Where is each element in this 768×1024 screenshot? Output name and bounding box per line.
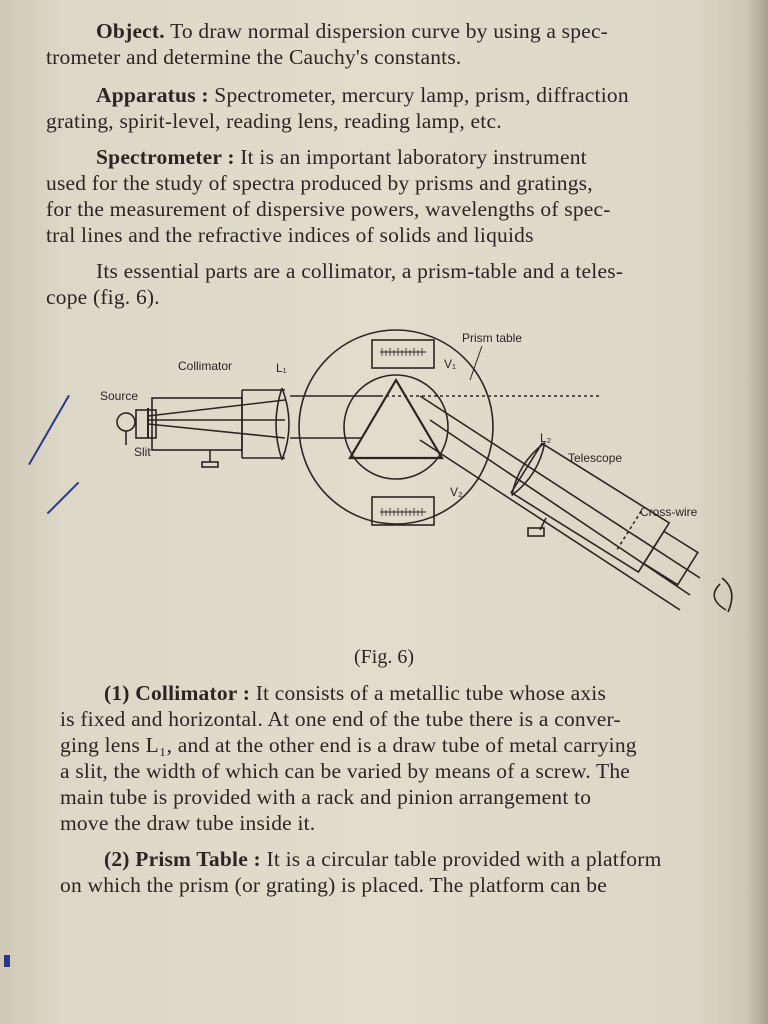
spectrometer-text-1: It is an important laboratory instrument	[240, 145, 587, 169]
collimator-line-5: main tube is provided with a rack and pi…	[60, 785, 592, 809]
collimator-text-1: It consists of a metallic tube whose axi…	[255, 681, 607, 705]
collimator-draw-tube	[135, 409, 157, 439]
apparatus-line-1: Apparatus : Spectrometer, mercury lamp, …	[96, 82, 746, 108]
spectrometer-line-2: used for the study of spectra produced b…	[46, 171, 593, 195]
prism-table-text-1: It is a circular table provided with a p…	[266, 847, 662, 871]
collimator-lens-l1	[281, 387, 290, 461]
apparatus-line-2: grating, spirit-level, reading lens, rea…	[46, 109, 502, 133]
collimator-line-1: (1) Collimator : It consists of a metall…	[104, 680, 754, 706]
label-source: Source	[100, 389, 138, 403]
label-telescope: Telescope	[568, 451, 622, 465]
object-line-2: trometer and determine the Cauchy's cons…	[46, 45, 462, 69]
telescope-lens-l2	[511, 442, 546, 496]
vernier-v2-box	[371, 496, 435, 526]
prism-table-line-1: (2) Prism Table : It is a circular table…	[104, 846, 754, 872]
source-lamp	[116, 412, 136, 432]
collimator-label: (1) Collimator :	[104, 681, 251, 705]
prism-table-inner-circle	[343, 374, 449, 480]
collimator-line-4: a slit, the width of which can be varied…	[60, 759, 631, 783]
spectrometer-label: Spectrometer :	[96, 145, 235, 169]
label-l2: L₂	[540, 431, 552, 445]
parts-line-1: Its essential parts are a collimator, a …	[96, 259, 624, 283]
telescope-eyepiece	[642, 530, 699, 586]
spectrometer-diagram: Prism table Collimator L₁ Source Slit V₁…	[100, 329, 733, 613]
ink-mark	[4, 955, 10, 967]
page-edge-shadow	[746, 0, 768, 1024]
label-cross-wire: Cross-wire	[640, 505, 698, 519]
spectrometer-line-1: Spectrometer : It is an important labora…	[96, 144, 746, 170]
label-collimator: Collimator	[178, 359, 232, 373]
apparatus-text-1: Spectrometer, mercury lamp, prism, diffr…	[214, 83, 629, 107]
prism-table-circle	[298, 329, 494, 525]
spectrometer-line-4: tral lines and the refractive indices of…	[46, 223, 534, 247]
figure-caption: (Fig. 6)	[354, 646, 414, 668]
parts-line-2: cope (fig. 6).	[46, 285, 160, 309]
spectrometer-line-3: for the measurement of dispersive powers…	[46, 197, 611, 221]
object-label: Object.	[96, 19, 165, 43]
vernier-v1-box	[371, 339, 435, 369]
label-l1: L₁	[276, 361, 287, 375]
prism-table-label: (2) Prism Table :	[104, 847, 261, 871]
collimator-line-6: move the draw tube inside it.	[60, 811, 316, 835]
object-text-1: To draw normal dispersion curve by using…	[170, 19, 609, 43]
prism-triangle	[348, 377, 444, 460]
apparatus-label: Apparatus :	[96, 83, 209, 107]
label-v1: V₁	[444, 357, 456, 371]
collimator-line-3: ging lens L₁, and at the other end is a …	[60, 733, 637, 757]
eye-icon	[721, 577, 733, 613]
label-slit: Slit	[134, 445, 151, 459]
prism-table-line-2: on which the prism (or grating) is place…	[60, 873, 607, 897]
label-v2: V₂	[450, 485, 463, 499]
collimator-line-2: is fixed and horizontal. At one end of t…	[60, 707, 621, 731]
object-line-1: Object. To draw normal dispersion curve …	[96, 18, 746, 44]
label-prism-table: Prism table	[462, 331, 522, 345]
